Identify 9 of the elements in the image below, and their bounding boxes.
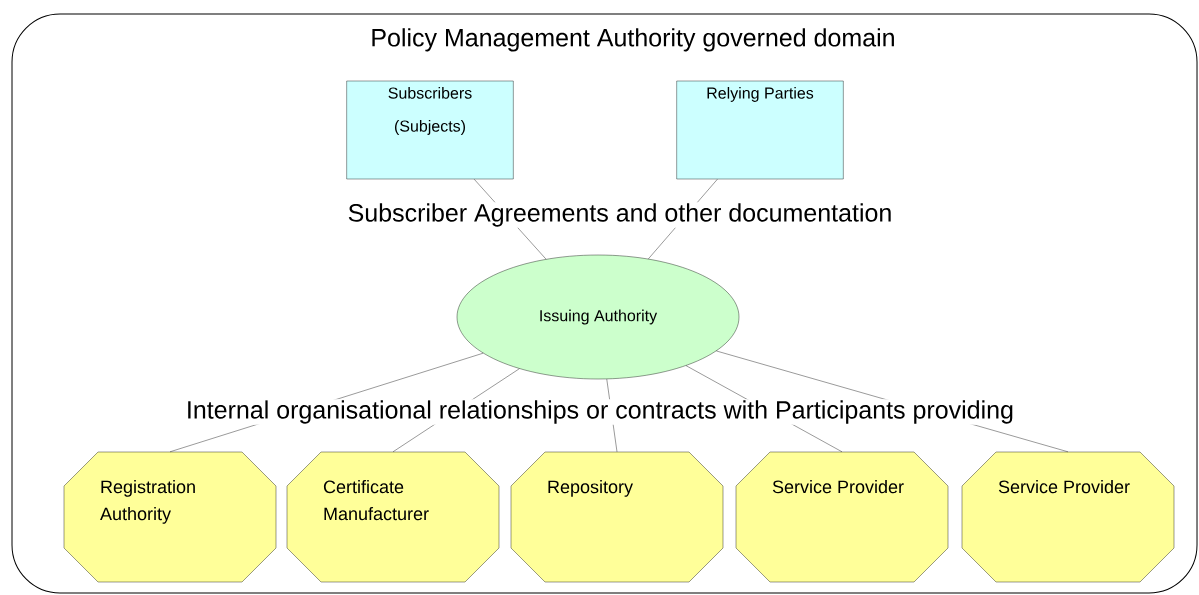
participant-octagon: Certificate Manufacturer [286, 451, 500, 583]
participant-octagon: Repository [510, 451, 724, 583]
participant-octagon: Service Provider [735, 451, 949, 583]
participant-octagon: Registration Authority [63, 451, 277, 583]
participant-box: Subscribers (Subjects) [346, 80, 514, 180]
relationship-caption: Internal organisational relationships or contracts with Participants providing [188, 400, 1013, 424]
relationship-caption: Subscriber Agreements and other documentation [348, 203, 891, 227]
participant-octagon: Service Provider [961, 451, 1175, 583]
participant-box: Relying Parties [676, 80, 844, 180]
